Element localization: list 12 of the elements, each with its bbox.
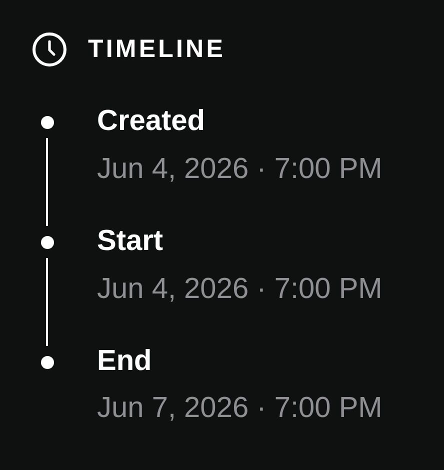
event-name: End	[97, 344, 152, 378]
timeline-dot	[40, 116, 54, 128]
section-title: TIMELINE	[88, 34, 226, 64]
event-name: Created	[97, 104, 205, 138]
timeline-line	[46, 138, 48, 226]
event-date: Jun 7, 2026 · 7:00 PM	[97, 391, 382, 425]
timeline-line	[46, 258, 48, 346]
event-name: Start	[97, 224, 164, 258]
event-date: Jun 4, 2026 · 7:00 PM	[97, 272, 382, 306]
timeline-dot	[40, 356, 54, 368]
timeline-dot	[40, 236, 54, 248]
event-date: Jun 4, 2026 · 7:00 PM	[97, 152, 382, 186]
